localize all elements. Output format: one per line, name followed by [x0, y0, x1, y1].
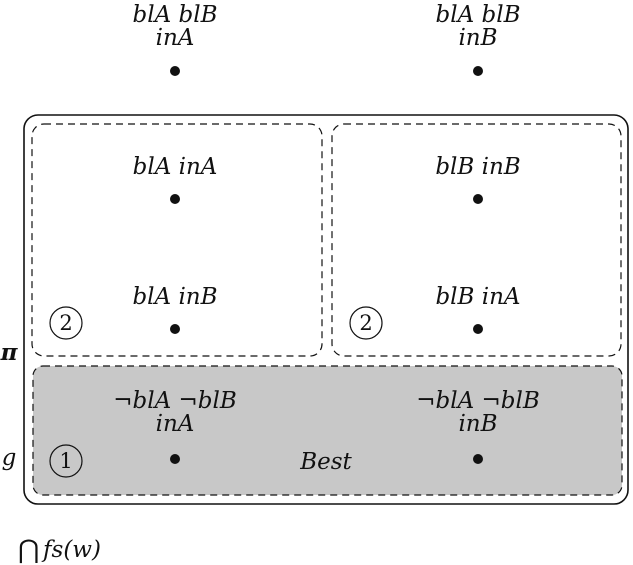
intersection-text: fs(w) [41, 537, 101, 563]
world-top-left-line2: inA [156, 25, 195, 51]
world-blB-inA-dot [473, 324, 483, 334]
world-blB-inB-dot [473, 194, 483, 204]
world-top-right-dot [473, 66, 483, 76]
intersection-symbol: ⋂ [18, 535, 39, 565]
world-blA-inA-dot [170, 194, 180, 204]
outer-frame [23, 114, 629, 505]
world-blB-inA-label: blB inA [435, 284, 520, 310]
world-neg-inA-line2: inA [156, 411, 195, 437]
world-blA-inB-label: blA inB [132, 284, 217, 310]
box-two-right [331, 123, 622, 357]
circle-two-right [349, 306, 383, 340]
g-label: g [2, 445, 17, 471]
circle-one [49, 444, 83, 478]
best-region [32, 365, 623, 496]
world-neg-inB-dot [473, 454, 483, 464]
box-two-left [31, 123, 323, 357]
world-blB-inB-label: blB inB [435, 154, 520, 180]
world-blA-inA-label: blA inA [133, 154, 218, 180]
circle-two-right-label: 2 [359, 311, 372, 335]
world-top-left-line1: blA blB [133, 2, 218, 28]
circle-one-label: 1 [59, 449, 72, 473]
world-top-left-dot [170, 66, 180, 76]
world-neg-inB-line1: ¬blA ¬blB [416, 388, 540, 414]
best-label: Best [299, 449, 352, 475]
world-neg-inB-line2: inB [458, 411, 497, 437]
circle-two-left-label: 2 [59, 311, 72, 335]
world-top-right-line2: inB [458, 25, 497, 51]
pi-label: π [0, 339, 19, 366]
circle-two-left [49, 306, 83, 340]
world-neg-inA-line1: ¬blA ¬blB [113, 388, 237, 414]
world-blA-inB-dot [170, 324, 180, 334]
world-neg-inA-dot [170, 454, 180, 464]
world-top-right-line1: blA blB [436, 2, 521, 28]
